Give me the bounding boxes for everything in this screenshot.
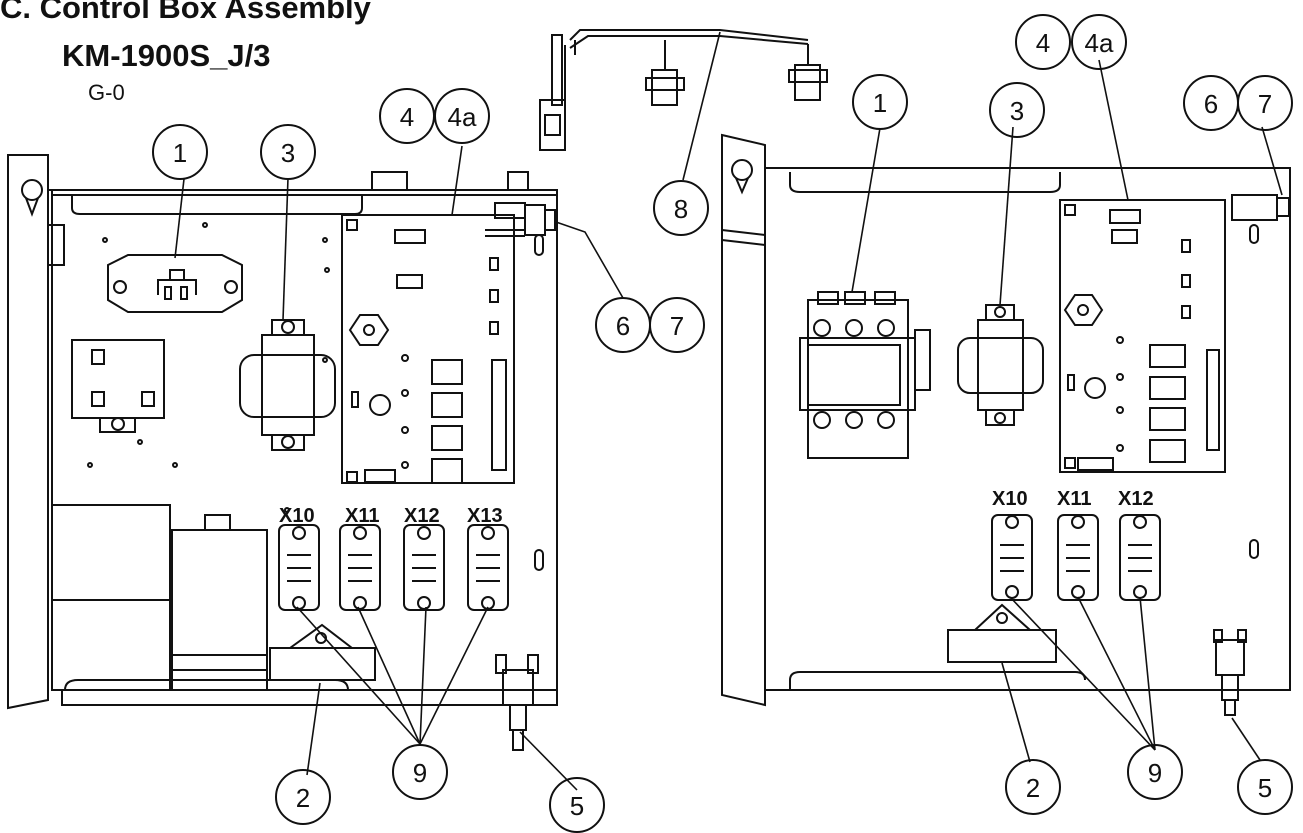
wire-harness bbox=[539, 29, 828, 151]
relay-label-x13: X13 bbox=[467, 505, 503, 527]
callout-9: 9 bbox=[413, 758, 427, 788]
callout-4: 4 bbox=[1036, 28, 1050, 58]
page-title: C. Control Box Assembly bbox=[0, 0, 371, 25]
callout-9: 9 bbox=[1148, 758, 1162, 788]
callout-6: 6 bbox=[1204, 89, 1218, 119]
callout-5: 5 bbox=[570, 791, 584, 821]
control-board bbox=[341, 202, 526, 484]
bracket-left bbox=[269, 623, 376, 681]
callout-7: 7 bbox=[670, 311, 684, 341]
callout-4a: 4a bbox=[448, 102, 477, 132]
callout-2: 2 bbox=[296, 783, 310, 813]
callout-4a: 4a bbox=[1085, 28, 1114, 58]
leader-lines bbox=[174, 31, 1283, 791]
callout-4: 4 bbox=[400, 102, 414, 132]
callout-1: 1 bbox=[173, 138, 187, 168]
thermostat-right bbox=[1213, 629, 1247, 716]
thermostat-left bbox=[495, 654, 539, 751]
relay-label-x10: X10 bbox=[279, 505, 315, 527]
transformer bbox=[239, 319, 336, 451]
contactor bbox=[799, 291, 931, 459]
callout-7: 7 bbox=[1258, 89, 1272, 119]
relay-label-x10: X10 bbox=[992, 488, 1028, 510]
revision-code: G-0 bbox=[88, 80, 125, 105]
relay-label-x11: X11 bbox=[1057, 488, 1092, 510]
callout-2: 2 bbox=[1026, 773, 1040, 803]
relay-label-x12: X12 bbox=[1118, 488, 1154, 510]
relay-label-x11: X11 bbox=[345, 505, 380, 527]
transformer-right bbox=[957, 304, 1044, 426]
relay-label-x12: X12 bbox=[404, 505, 440, 527]
control-board-right bbox=[1059, 194, 1290, 473]
callout-8: 8 bbox=[674, 194, 688, 224]
callout-1: 1 bbox=[873, 88, 887, 118]
callout-3: 3 bbox=[1010, 96, 1024, 126]
receptacle bbox=[71, 339, 165, 433]
terminal-block bbox=[107, 254, 243, 313]
callout-bubbles bbox=[152, 14, 1293, 833]
callout-6: 6 bbox=[616, 311, 630, 341]
switch bbox=[485, 204, 556, 237]
model-number: KM-1900S_J/3 bbox=[62, 38, 271, 73]
callout-3: 3 bbox=[281, 138, 295, 168]
callout-5: 5 bbox=[1258, 773, 1272, 803]
right-control-box bbox=[721, 133, 1291, 716]
